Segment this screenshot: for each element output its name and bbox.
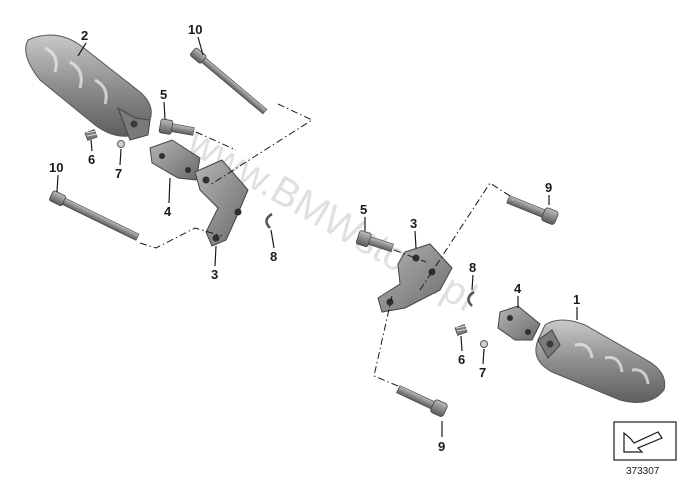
callout-label: 8 bbox=[270, 249, 277, 264]
assembly-line-left-bottom bbox=[139, 227, 223, 249]
callout-9-bottom: 9 bbox=[438, 421, 445, 454]
callout-10-top: 10 bbox=[188, 22, 204, 56]
washer-7-left bbox=[117, 140, 125, 148]
callout-8-left: 8 bbox=[270, 229, 277, 264]
callout-label: 1 bbox=[573, 292, 580, 307]
orientation-box bbox=[613, 421, 677, 461]
bolt-9-bottom bbox=[396, 385, 448, 417]
callout-1: 1 bbox=[573, 292, 580, 320]
callout-7-right: 7 bbox=[479, 348, 486, 380]
callout-label: 6 bbox=[88, 152, 95, 167]
callout-label: 7 bbox=[479, 365, 486, 380]
callout-label: 8 bbox=[469, 260, 476, 275]
reference-number: 373307 bbox=[626, 466, 660, 477]
callout-label: 2 bbox=[81, 28, 88, 43]
direction-arrow-icon bbox=[623, 431, 663, 453]
plate-4-left bbox=[149, 139, 201, 181]
callout-label: 10 bbox=[49, 160, 63, 175]
callout-3-right: 3 bbox=[410, 216, 417, 249]
bolt-5-left bbox=[158, 118, 195, 136]
bolt-5-right bbox=[355, 230, 394, 253]
callout-label: 9 bbox=[545, 180, 552, 195]
callout-label: 3 bbox=[410, 216, 417, 231]
spring-6-left bbox=[84, 129, 98, 141]
callout-4-left: 4 bbox=[164, 177, 172, 219]
bracket-3-left bbox=[194, 159, 249, 247]
callout-4-right: 4 bbox=[514, 281, 522, 308]
footpeg-right bbox=[535, 319, 666, 403]
bolt-10-bottom bbox=[49, 190, 140, 241]
callout-2: 2 bbox=[77, 28, 88, 57]
assembly-line-right-mid bbox=[393, 249, 427, 263]
bracket-3-right bbox=[377, 243, 453, 313]
callout-9-top: 9 bbox=[545, 180, 552, 205]
clip-8-right bbox=[467, 290, 475, 307]
callout-5-left: 5 bbox=[160, 87, 167, 120]
callout-label: 5 bbox=[160, 87, 167, 102]
callout-label: 3 bbox=[211, 267, 218, 282]
spring-6-right bbox=[454, 324, 468, 336]
callout-6-right: 6 bbox=[458, 335, 465, 367]
callout-6-left: 6 bbox=[88, 139, 95, 167]
callout-3-left: 3 bbox=[211, 245, 218, 282]
clip-8-left bbox=[265, 212, 273, 229]
footpeg-left bbox=[25, 34, 152, 141]
callout-label: 5 bbox=[360, 202, 367, 217]
plate-4-right bbox=[497, 305, 541, 341]
washer-7-right bbox=[480, 340, 488, 348]
callout-5-right: 5 bbox=[360, 202, 367, 231]
callout-label: 6 bbox=[458, 352, 465, 367]
bolt-10-top bbox=[190, 47, 268, 115]
callout-label: 4 bbox=[164, 204, 172, 219]
assembly-line-left-top bbox=[209, 103, 314, 186]
callout-label: 10 bbox=[188, 22, 202, 37]
callout-label: 4 bbox=[514, 281, 522, 296]
callout-7-left: 7 bbox=[115, 148, 122, 181]
callout-8-right: 8 bbox=[469, 260, 476, 291]
callout-10-bottom: 10 bbox=[49, 160, 63, 193]
assembly-line-right-bottom bbox=[373, 295, 399, 387]
bolt-9-top bbox=[506, 195, 559, 225]
callout-label: 7 bbox=[115, 166, 122, 181]
callout-label: 9 bbox=[438, 439, 445, 454]
